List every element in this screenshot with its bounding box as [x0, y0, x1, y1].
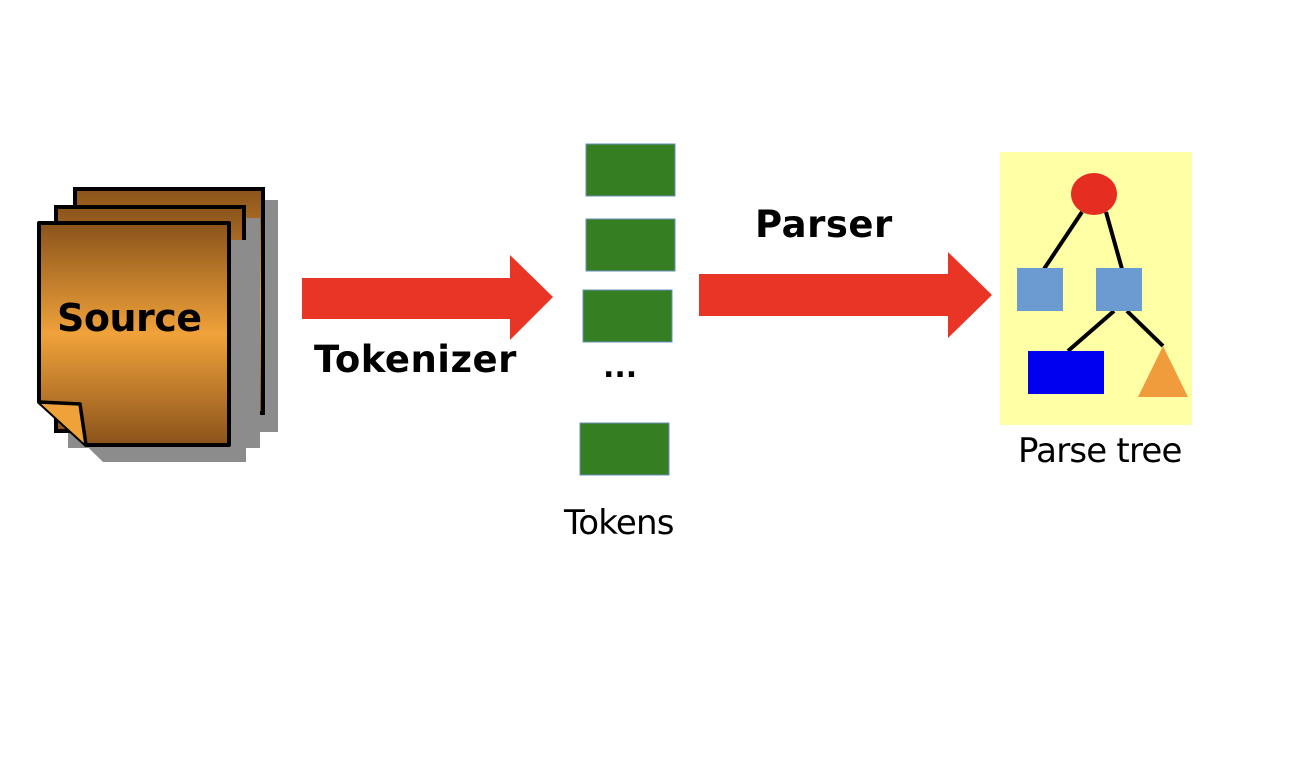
tree-edge: [1042, 210, 1084, 271]
token-block-3: [582, 289, 673, 343]
tokenizer-label: Tokenizer: [314, 338, 517, 381]
source-label: Source: [57, 296, 202, 340]
parse-tree-graphic: [1000, 152, 1192, 425]
token-block-1: [585, 143, 676, 197]
token-block-2: [585, 218, 676, 272]
leaf-node-rect: [1028, 351, 1104, 394]
document-page-front: [37, 221, 246, 462]
parser-arrow: [699, 252, 992, 338]
tree-edge: [1104, 211, 1124, 270]
parser-label: Parser: [755, 203, 893, 246]
token-block-4: [579, 422, 670, 476]
token-list: [579, 143, 676, 476]
tokens-ellipsis: ...: [603, 350, 638, 385]
leaf-node-triangle: [1138, 346, 1188, 397]
tree-edge: [1125, 309, 1165, 348]
inner-node-left: [1017, 268, 1063, 311]
inner-node-right: [1096, 268, 1142, 311]
tree-edge: [1066, 309, 1116, 353]
tokens-label: Tokens: [564, 503, 674, 543]
root-node: [1071, 173, 1117, 215]
tokenizer-arrow: [302, 255, 553, 340]
source-document-stack: [37, 187, 278, 462]
parse-tree-label: Parse tree: [1018, 431, 1182, 471]
